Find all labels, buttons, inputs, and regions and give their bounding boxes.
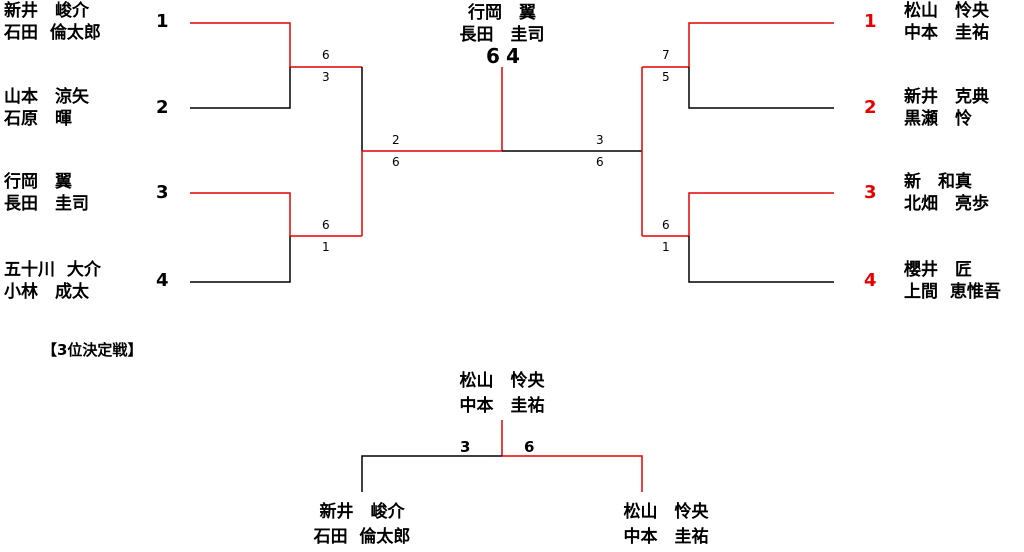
left-seed-4-number: 4: [156, 270, 169, 291]
right-r1-bottom-score-winner: 6: [662, 218, 670, 232]
player-name: 北畑 亮歩: [904, 194, 989, 214]
left-seed2-line: [190, 67, 291, 109]
right-semi-score-top: 3: [596, 133, 604, 147]
player-name: 松山 怜央: [623, 502, 709, 522]
player-name: 上間 恵惟吾: [904, 282, 1001, 302]
third-place-title: 【3位決定戦】: [42, 341, 143, 359]
left-r1-bottom-score-loser: 1: [322, 240, 330, 254]
left-seed-4-players: 五十川 大介小林 成太: [4, 259, 101, 303]
final-score-right: 4: [506, 44, 520, 68]
left-r1-top-score-loser: 3: [322, 70, 330, 84]
player-name: 新井 克典: [904, 87, 989, 107]
left-r1-bottom-score-winner: 6: [322, 218, 330, 232]
left-seed3-line: [190, 192, 291, 236]
player-name: 小林 成太: [4, 282, 89, 302]
left-semi-score-bottom: 6: [392, 155, 400, 169]
player-name: 中本 圭祐: [623, 527, 709, 547]
right-seed-3-number: 3: [864, 182, 877, 203]
player-name: 石田 倫太郎: [4, 23, 101, 43]
left-seed-1-players: 新井 峻介石田 倫太郎: [4, 0, 101, 44]
player-name: 松山 怜央: [459, 371, 545, 391]
left-seed-3-players: 行岡 翼長田 圭司: [4, 171, 89, 215]
player-name: 長田 圭司: [4, 194, 89, 214]
player-name: 行岡 翼: [4, 172, 72, 192]
third-left-line: [361, 455, 502, 492]
right-seed3-line: [688, 192, 834, 236]
right-seed2-line: [688, 67, 834, 109]
left-r1-top-score-winner: 6: [322, 48, 330, 62]
right-seed-1-players: 松山 怜央中本 圭祐: [904, 0, 989, 44]
right-seed-3-players: 新 和真北畑 亮歩: [904, 171, 989, 215]
third-place-left-team: 新井 峻介石田 倫太郎: [282, 500, 442, 550]
right-seed-4-players: 櫻井 匠上間 恵惟吾: [904, 259, 1001, 303]
third-place-score-left: 3: [460, 438, 471, 456]
player-name: 行岡 翼: [468, 3, 536, 23]
left-semi-score-top: 2: [392, 133, 400, 147]
left-seed4-line: [190, 236, 291, 283]
right-r1-bottom-score-loser: 1: [662, 240, 670, 254]
player-name: 松山 怜央: [904, 1, 989, 21]
player-name: 中本 圭祐: [904, 23, 989, 43]
player-name: 新 和真: [904, 172, 972, 192]
third-place-right-team: 松山 怜央中本 圭祐: [586, 500, 746, 550]
player-name: 中本 圭祐: [459, 396, 545, 416]
player-name: 長田 圭司: [459, 25, 545, 45]
right-r1-top-score-winner: 7: [662, 48, 670, 62]
player-name: 新井 峻介: [4, 1, 89, 21]
player-name: 山本 涼矢: [4, 87, 89, 107]
right-r1-top-score-loser: 5: [662, 70, 670, 84]
player-name: 櫻井 匠: [904, 260, 972, 280]
right-seed1-line: [688, 22, 834, 67]
left-seed-3-number: 3: [156, 182, 169, 203]
player-name: 五十川 大介: [4, 260, 101, 280]
right-seed-2-number: 2: [864, 97, 877, 118]
third-place-score-right: 6: [524, 438, 535, 456]
right-semi-score-bottom: 6: [596, 155, 604, 169]
left-seed-2-number: 2: [156, 97, 169, 118]
left-seed-2-players: 山本 涼矢石原 暉: [4, 86, 89, 130]
player-name: 石原 暉: [4, 109, 72, 129]
third-place-winner-players: 松山 怜央中本 圭祐: [422, 369, 582, 419]
player-name: 新井 峻介: [319, 502, 405, 522]
right-seed-1-number: 1: [864, 11, 877, 32]
right-seed4-line: [688, 236, 834, 283]
right-seed-2-players: 新井 克典黒瀬 怜: [904, 86, 989, 130]
final-winner-players: 行岡 翼長田 圭司: [422, 2, 582, 46]
left-seed1-line: [190, 22, 291, 67]
right-seed-4-number: 4: [864, 270, 877, 291]
player-name: 石田 倫太郎: [313, 527, 411, 547]
player-name: 黒瀬 怜: [904, 109, 972, 129]
third-right-line: [502, 455, 643, 492]
left-seed-1-number: 1: [156, 11, 169, 32]
final-score-left: 6: [486, 44, 500, 68]
